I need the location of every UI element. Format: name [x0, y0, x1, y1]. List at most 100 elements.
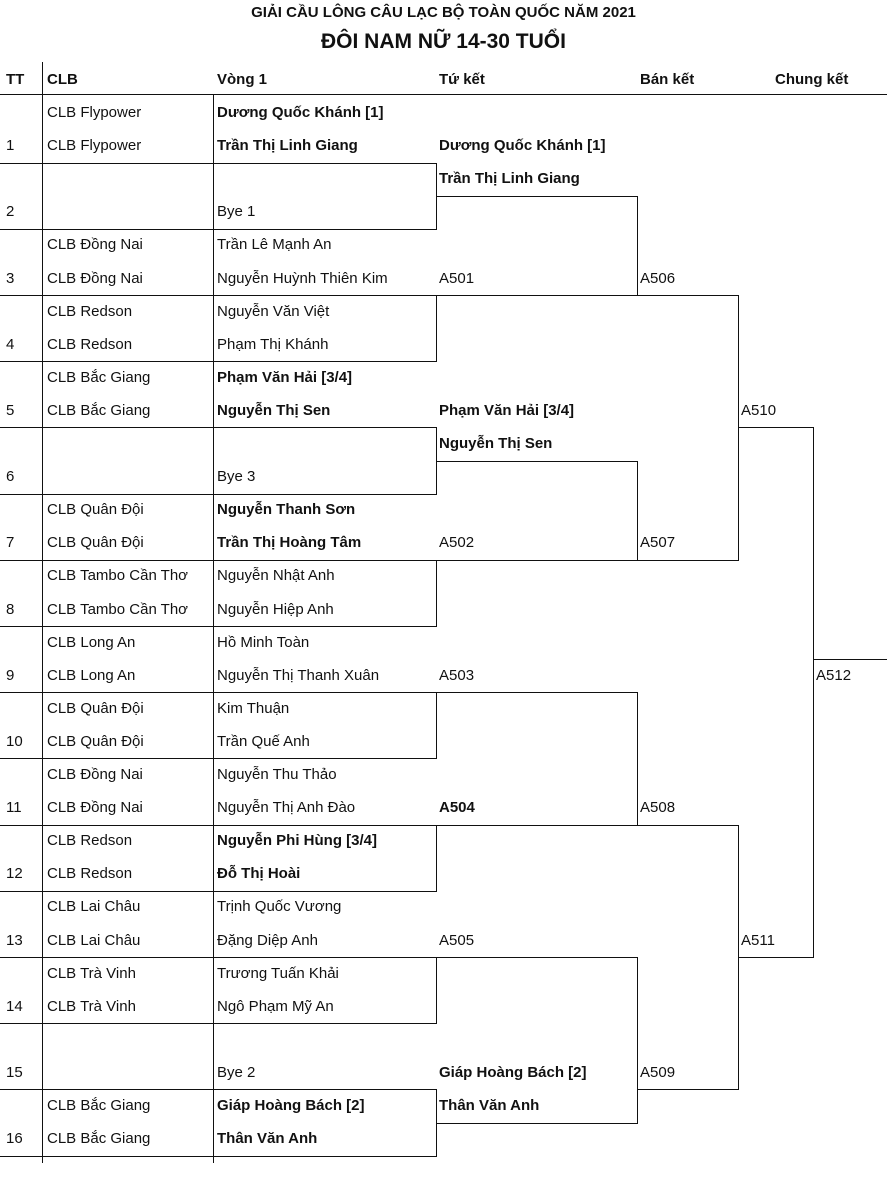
column-divider-tt	[42, 62, 43, 1163]
qf-line	[436, 559, 637, 561]
header-ban-ket: Bán kết	[640, 71, 695, 88]
club-name: CLB Long An	[47, 666, 136, 684]
qf-label: Thân Văn Anh	[439, 1097, 540, 1114]
header-underline	[0, 94, 887, 95]
player-name: Nguyễn Huỳnh Thiên Kim	[217, 269, 388, 287]
r1-connector	[436, 295, 437, 363]
entry-number: 11	[6, 799, 22, 817]
club-name: CLB Bắc Giang	[47, 1097, 151, 1114]
player-name: Trần Thị Linh Giang	[217, 137, 358, 155]
entry-divider	[0, 1089, 436, 1091]
header-tu-ket: Tứ kết	[439, 71, 485, 88]
entry-number: 16	[6, 1130, 23, 1148]
qf-label: Trần Thị Linh Giang	[439, 170, 580, 188]
entry-divider	[0, 758, 436, 760]
player-name: Nguyễn Nhật Anh	[217, 567, 335, 585]
qf-line	[436, 957, 637, 959]
sf-label: A509	[640, 1063, 676, 1081]
player-name: Đặng Diệp Anh	[217, 931, 318, 949]
sf-label: A508	[640, 799, 676, 817]
final-connector	[813, 427, 814, 959]
entry-number: 1	[6, 137, 15, 155]
entry-divider	[0, 162, 436, 164]
qf-label: A503	[439, 666, 475, 684]
entry-divider	[0, 295, 436, 297]
entry-number: 10	[6, 732, 23, 750]
entry-number: 6	[6, 468, 15, 486]
qf-label: Phạm Văn Hải [3/4]	[439, 401, 575, 419]
title: GIẢI CẦU LÔNG CÂU LẠC BỘ TOÀN QUỐC NĂM 2…	[251, 4, 636, 21]
player-name: Trần Thị Hoàng Tâm	[217, 534, 362, 552]
club-name: CLB Bắc Giang	[47, 401, 151, 419]
player-name: Nguyễn Thị Anh Đào	[217, 799, 356, 817]
club-name: CLB Quân Đội	[47, 699, 144, 717]
club-name: CLB Đồng Nai	[47, 236, 143, 254]
club-name: CLB Tambo Cần Thơ	[47, 600, 189, 618]
qf-line	[436, 195, 637, 197]
subtitle: ĐÔI NAM NỮ 14-30 TUỔI	[321, 30, 566, 53]
entry-divider	[0, 957, 436, 959]
entry-number: 5	[6, 401, 15, 419]
qf-label: Giáp Hoàng Bách [2]	[439, 1063, 587, 1081]
entry-divider	[0, 361, 436, 363]
club-name: CLB Redson	[47, 832, 133, 850]
player-name: Nguyễn Thanh Sơn	[217, 501, 356, 519]
championship-label: A512	[816, 666, 852, 684]
player-name: Nguyễn Hiệp Anh	[217, 600, 334, 618]
qf-line	[436, 1122, 637, 1124]
sf-line	[637, 559, 738, 561]
player-name: Nguyễn Phi Hùng [3/4]	[217, 832, 378, 850]
player-name: Trương Tuấn Khải	[217, 964, 339, 982]
entry-divider	[0, 626, 436, 628]
club-name: CLB Đồng Nai	[47, 269, 143, 287]
qf-label: Nguyễn Thị Sen	[439, 435, 553, 452]
club-name: CLB Flypower	[47, 104, 142, 121]
club-name: CLB Lai Châu	[47, 931, 141, 949]
club-name: CLB Redson	[47, 302, 133, 320]
column-divider-clb	[213, 94, 214, 1163]
qf-connector	[637, 692, 638, 826]
championship-line	[813, 659, 887, 661]
final-label: A511	[741, 931, 775, 949]
r1-connector	[436, 957, 437, 1025]
qf-label: Dương Quốc Khánh [1]	[439, 137, 606, 155]
player-name: Hồ Minh Toàn	[217, 633, 310, 651]
player-name: Bye 2	[217, 1063, 256, 1081]
final-line	[738, 957, 813, 959]
entry-divider	[0, 228, 436, 230]
header-tt: TT	[6, 71, 25, 88]
r1-connector	[436, 692, 437, 760]
player-name: Ngô Phạm Mỹ An	[217, 997, 334, 1015]
entry-number: 12	[6, 865, 23, 883]
player-name: Đỗ Thị Hoài	[217, 865, 301, 883]
club-name: CLB Long An	[47, 633, 136, 651]
club-name: CLB Lai Châu	[47, 898, 141, 916]
qf-line	[436, 692, 637, 694]
player-name: Phạm Thị Khánh	[217, 335, 329, 353]
player-name: Nguyễn Thị Sen	[217, 401, 331, 419]
player-name: Thân Văn Anh	[217, 1130, 318, 1148]
club-name: CLB Trà Vinh	[47, 997, 136, 1015]
entry-divider	[0, 1155, 436, 1157]
final-line	[738, 427, 813, 429]
entry-divider	[0, 559, 436, 561]
qf-label: A504	[439, 799, 475, 817]
entry-number: 3	[6, 269, 15, 287]
entry-number: 8	[6, 600, 15, 618]
qf-connector	[637, 460, 638, 561]
club-name: CLB Trà Vinh	[47, 964, 136, 982]
qf-line	[436, 295, 637, 297]
club-name: CLB Đồng Nai	[47, 799, 143, 817]
player-name: Bye 1	[217, 203, 256, 221]
entry-divider	[0, 890, 436, 892]
club-name: CLB Quân Đội	[47, 501, 144, 519]
player-name: Phạm Văn Hải [3/4]	[217, 368, 353, 386]
qf-connector	[637, 195, 638, 297]
entry-number: 2	[6, 203, 15, 221]
entry-number: 7	[6, 534, 15, 552]
entry-divider	[0, 427, 436, 429]
player-name: Dương Quốc Khánh [1]	[217, 104, 384, 121]
entry-number: 13	[6, 931, 23, 949]
player-name: Giáp Hoàng Bách [2]	[217, 1097, 365, 1114]
club-name: CLB Bắc Giang	[47, 1130, 151, 1148]
